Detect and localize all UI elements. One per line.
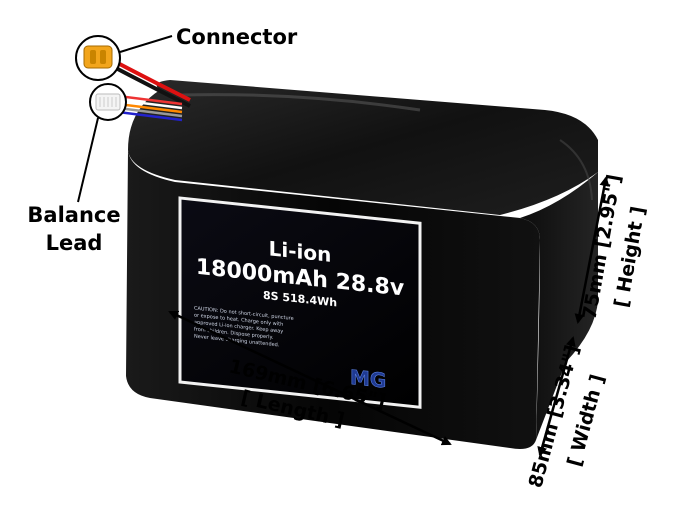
height-arrow [574,176,610,324]
balance-callout-line2: Lead [46,231,103,255]
balance-leader-line [77,117,99,203]
length-arrow [168,310,452,446]
top-highlight [179,93,421,112]
connector-callout: Connector [176,25,298,49]
connector-plug [75,35,121,81]
balance-callout-line1: Balance [27,203,120,227]
width-arrow [537,336,576,457]
battery-top-face [128,80,598,215]
connector-leader-line [119,35,173,53]
balance-lead-plug [89,83,127,121]
